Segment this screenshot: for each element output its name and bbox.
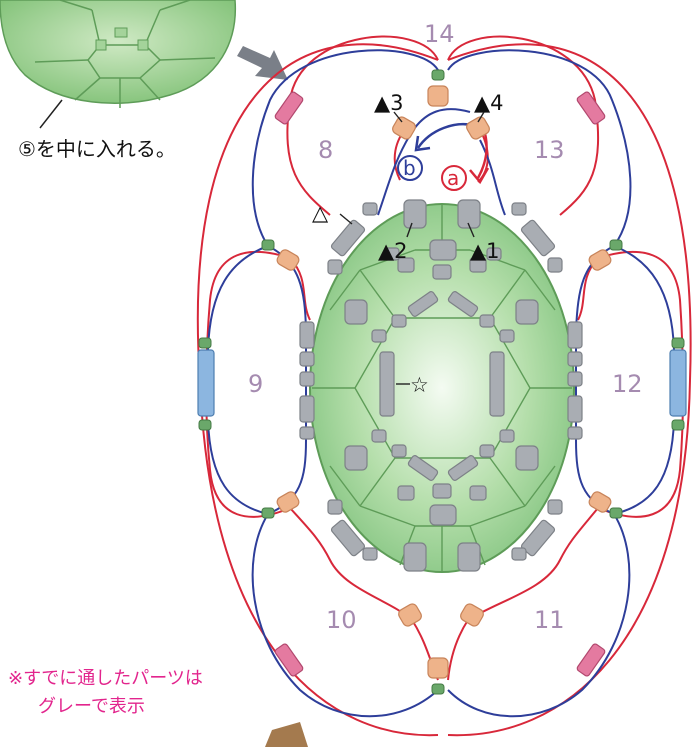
route-a-label: a: [447, 166, 459, 190]
marker-triangle-3: ▲3: [374, 91, 404, 115]
blue-tubes: [197, 349, 687, 417]
note-line-2: グレーで表示: [38, 696, 145, 717]
marker-triangle-1: ▲1: [470, 239, 500, 263]
route-a-circle: [441, 165, 467, 191]
marker-triangle-4: ▲4: [474, 91, 504, 115]
brown-arrow: [265, 722, 308, 747]
route-b-circle: [397, 155, 423, 181]
small-green-beads: [198, 69, 685, 695]
marker-triangle-2: ▲2: [378, 239, 408, 263]
region-14: 14: [424, 20, 455, 48]
region-9: 9: [248, 370, 263, 398]
central-shell: [309, 203, 575, 573]
partial-shell-reference: [0, 0, 237, 129]
marker-open-triangle: △: [312, 201, 329, 225]
gray-beads: [299, 199, 583, 572]
orange-beads: [276, 85, 612, 679]
region-13: 13: [534, 136, 565, 164]
marker-star: ☆: [410, 373, 429, 397]
region-11: 11: [534, 606, 565, 634]
route-b-label: b: [403, 156, 416, 180]
note-line-1: ※すでに通したパーツは: [8, 668, 203, 689]
instruction-caption: ⑤を中に入れる。: [18, 137, 176, 161]
region-10: 10: [326, 606, 357, 634]
region-12: 12: [612, 370, 643, 398]
pink-tubes: [274, 91, 606, 677]
gray-arrow: [237, 46, 288, 80]
region-8: 8: [318, 136, 333, 164]
